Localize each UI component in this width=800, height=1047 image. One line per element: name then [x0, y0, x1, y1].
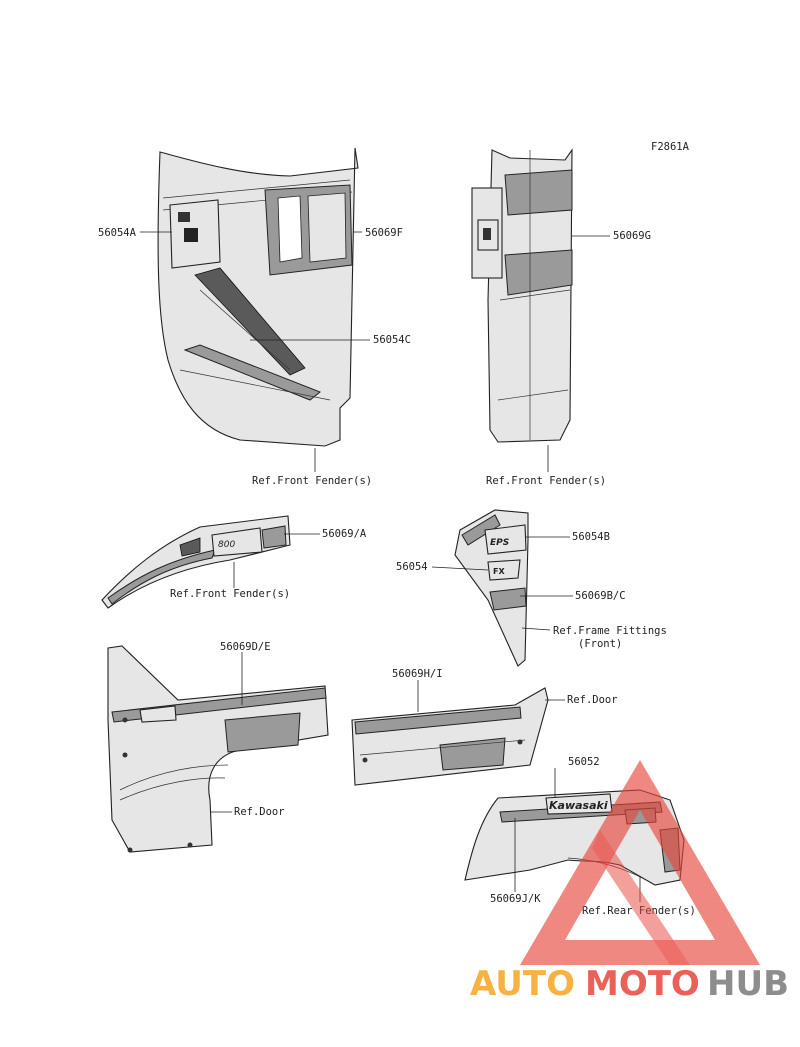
label-56054: 56054	[396, 561, 428, 573]
kawasaki-decal: Kawasaki	[549, 799, 608, 812]
watermark-hub: HUB	[707, 964, 789, 1004]
label-56052: 56052	[568, 756, 600, 768]
label-ref-door-1: Ref.Door	[234, 806, 285, 818]
frame-fitting-front: EPS FX	[454, 509, 529, 667]
figure-code: F2861A	[651, 141, 690, 153]
label-56054A: 56054A	[98, 227, 137, 239]
front-side-panel	[157, 147, 359, 447]
kawasaki-k-logo	[178, 212, 190, 222]
label-ref-frame-fittings-2: (Front)	[578, 638, 622, 650]
door-panel-right	[351, 687, 549, 786]
watermark-triangle-logo	[520, 760, 760, 965]
label-ref-front-fender-1: Ref.Front Fender(s)	[252, 475, 372, 487]
front-inner-panel	[471, 148, 573, 443]
watermark-auto: AUTO	[470, 964, 575, 1004]
svg-text:FX: FX	[493, 567, 505, 576]
watermark-moto: MOTO	[585, 964, 700, 1004]
label-56069F: 56069F	[365, 227, 403, 239]
svg-text:800: 800	[218, 540, 235, 550]
front-fender-strip: 800	[101, 515, 291, 609]
door-panel-left	[107, 645, 329, 853]
svg-text:EPS: EPS	[490, 538, 509, 548]
label-56054C: 56054C	[373, 334, 411, 346]
label-ref-front-fender-3: Ref.Front Fender(s)	[170, 588, 290, 600]
label-ref-door-2: Ref.Door	[567, 694, 618, 706]
label-56069BC: 56069B/C	[575, 590, 626, 602]
label-56069A: 56069/A	[322, 528, 367, 540]
label-56069G: 56069G	[613, 230, 651, 242]
watermark: AUTO MOTO HUB	[470, 760, 789, 1004]
label-56069DE: 56069D/E	[220, 641, 271, 653]
label-56069HI: 56069H/I	[392, 668, 443, 680]
label-ref-front-fender-2: Ref.Front Fender(s)	[486, 475, 606, 487]
label-56054B: 56054B	[572, 531, 610, 543]
label-ref-frame-fittings-1: Ref.Frame Fittings	[553, 625, 667, 637]
label-56069JK: 56069J/K	[490, 893, 541, 905]
